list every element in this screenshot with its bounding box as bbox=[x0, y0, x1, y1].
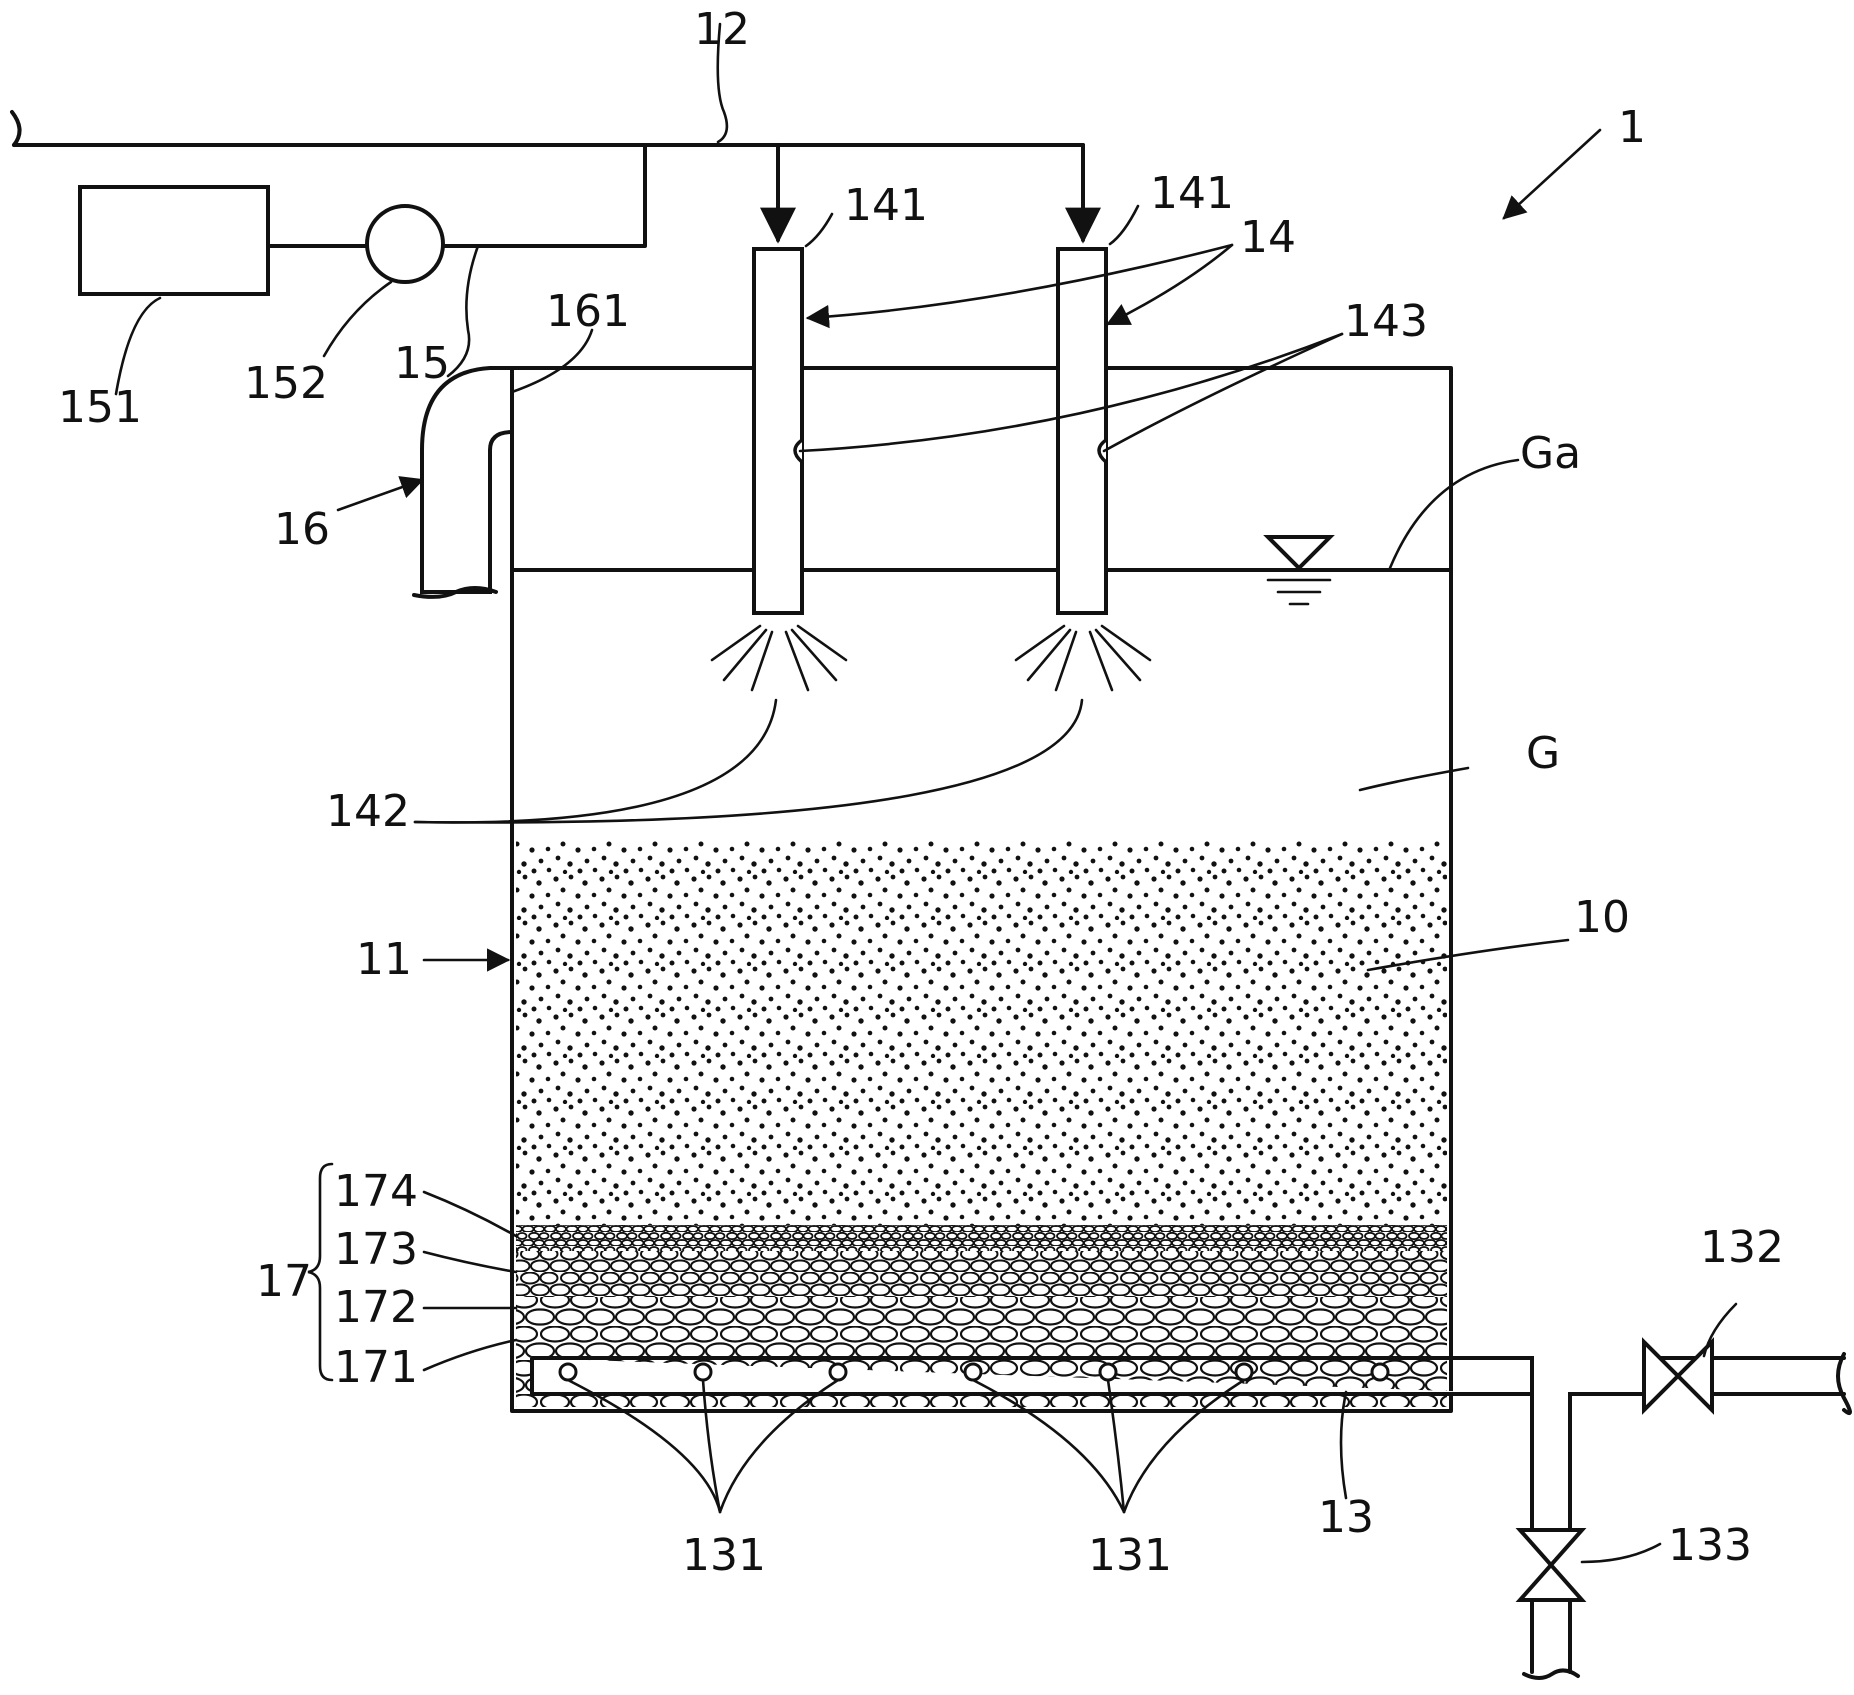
label-nozzle-inlet-left: 141 bbox=[844, 180, 928, 231]
filter-bed bbox=[516, 840, 1447, 1225]
label-branch-line: 15 bbox=[394, 338, 450, 389]
label-overflow-inlet: 161 bbox=[546, 286, 630, 337]
spray-lines bbox=[710, 624, 1152, 692]
label-side-hole: 143 bbox=[1344, 296, 1428, 347]
label-overflow-pipe: 16 bbox=[274, 504, 330, 555]
label-spray: 142 bbox=[326, 786, 410, 837]
label-support-layers: 17 bbox=[256, 1256, 312, 1307]
label-spray-nozzles: 14 bbox=[1240, 212, 1296, 263]
label-supply-line: 12 bbox=[694, 4, 750, 55]
label-layer-171: 171 bbox=[334, 1342, 418, 1393]
label-nozzle-inlet-right: 141 bbox=[1150, 168, 1234, 219]
collector-holes bbox=[558, 1362, 1390, 1382]
pump bbox=[365, 204, 445, 284]
valve-drain bbox=[1515, 1528, 1587, 1602]
unit-box bbox=[78, 185, 270, 296]
leader-lines bbox=[114, 22, 1738, 1564]
water-level-symbol bbox=[1263, 535, 1335, 606]
valve-main bbox=[1642, 1337, 1714, 1415]
label-tank: 11 bbox=[356, 934, 412, 985]
label-holes-right: 131 bbox=[1088, 1530, 1172, 1581]
overflow-pipe bbox=[412, 366, 514, 599]
label-water: G bbox=[1526, 728, 1560, 779]
tank bbox=[510, 366, 1453, 1413]
label-system: 1 bbox=[1618, 102, 1646, 153]
label-valve-drain: 133 bbox=[1668, 1520, 1752, 1571]
spray-nozzle-right bbox=[1056, 247, 1108, 615]
label-collector-pipe: 13 bbox=[1318, 1492, 1374, 1543]
label-water-level: Ga bbox=[1520, 428, 1581, 479]
label-bed: 10 bbox=[1574, 892, 1630, 943]
label-layer-174: 174 bbox=[334, 1166, 418, 1217]
label-layer-172: 172 bbox=[334, 1282, 418, 1333]
reference-labels: 1 12 141 141 14 143 161 15 152 151 Ga 16… bbox=[58, 4, 1784, 1581]
spray-nozzle-left bbox=[752, 247, 804, 615]
brace-17 bbox=[307, 1162, 334, 1382]
label-valve-main: 132 bbox=[1700, 1222, 1784, 1273]
label-unit-box: 151 bbox=[58, 382, 142, 433]
label-holes-left: 131 bbox=[682, 1530, 766, 1581]
label-layer-173: 173 bbox=[334, 1224, 418, 1275]
supply-line bbox=[10, 110, 1101, 248]
label-pump: 152 bbox=[244, 358, 328, 409]
